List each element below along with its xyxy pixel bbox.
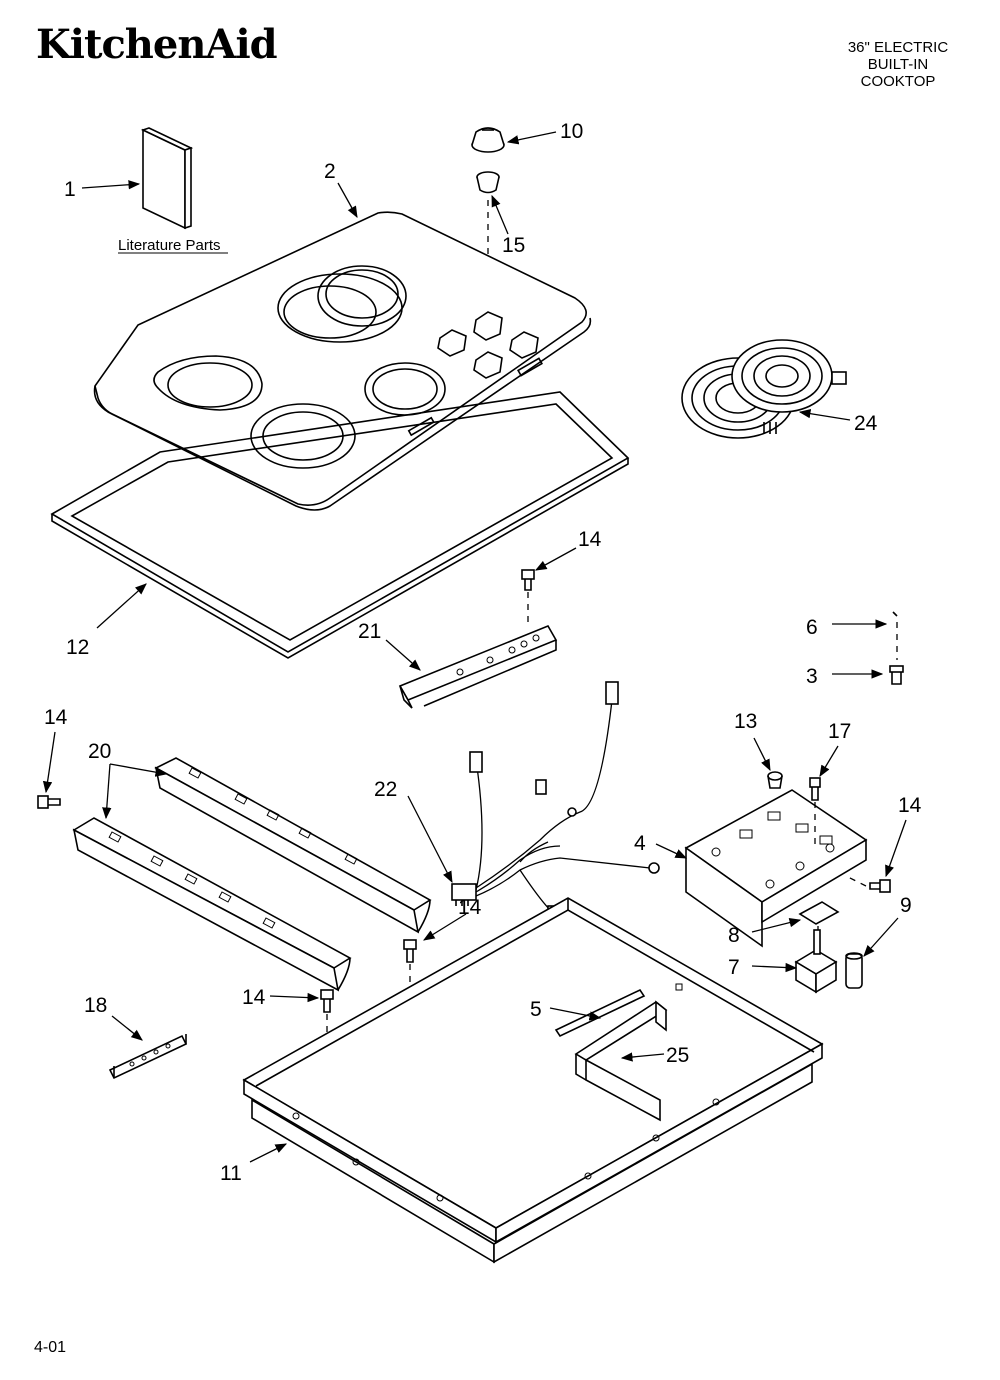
front-bracket bbox=[398, 624, 558, 709]
callout-22: 22 bbox=[374, 778, 397, 801]
callout-14-bracket: 14 bbox=[578, 528, 602, 551]
shaft-extension-9 bbox=[845, 952, 863, 989]
callout-14-pan-rear: 14 bbox=[458, 896, 482, 919]
screw-pan-front bbox=[320, 989, 334, 1013]
callout-20: 20 bbox=[88, 740, 111, 763]
callout-14-pan-front: 14 bbox=[242, 986, 266, 1009]
switch-plate-8 bbox=[798, 901, 840, 925]
model-title-line-2: BUILT-IN bbox=[868, 56, 929, 73]
support-bracket-25 bbox=[574, 1000, 668, 1122]
literature-parts-label: Literature Parts bbox=[118, 237, 221, 254]
base-pan bbox=[242, 897, 824, 1264]
switch-box bbox=[684, 789, 868, 948]
callout-18: 18 bbox=[84, 994, 107, 1017]
callout-15: 15 bbox=[502, 234, 525, 257]
model-title-line-1: 36" ELECTRIC bbox=[848, 39, 949, 56]
model-title-line-3: COOKTOP bbox=[861, 73, 936, 90]
callout-labels: 1 2 10 15 24 12 14 21 6 3 14 20 22 13 17… bbox=[44, 120, 922, 1185]
callout-5: 5 bbox=[530, 998, 542, 1021]
infinite-switch-7 bbox=[794, 929, 838, 994]
callout-2: 2 bbox=[324, 160, 336, 183]
clip-part-6 bbox=[892, 611, 898, 660]
screw-switch-box bbox=[869, 879, 891, 893]
leader-lines bbox=[42, 131, 907, 1163]
callout-6: 6 bbox=[806, 616, 818, 639]
callout-8: 8 bbox=[728, 924, 740, 947]
callout-10: 10 bbox=[560, 120, 583, 143]
screw-pan-rear bbox=[403, 939, 417, 963]
surface-element bbox=[681, 339, 847, 439]
callout-24: 24 bbox=[854, 412, 878, 435]
cooktop-glass bbox=[93, 211, 592, 511]
grommet-13 bbox=[767, 771, 783, 789]
callout-11: 11 bbox=[220, 1162, 242, 1185]
wire-harness bbox=[451, 681, 660, 917]
callout-4: 4 bbox=[634, 832, 646, 855]
brand-logo: KitchenAid bbox=[36, 21, 278, 68]
rear-channel bbox=[154, 757, 432, 934]
callout-12: 12 bbox=[66, 636, 89, 659]
callout-21: 21 bbox=[358, 620, 381, 643]
literature-booklet bbox=[140, 127, 194, 230]
cooktop-gasket bbox=[50, 391, 630, 659]
callout-9: 9 bbox=[900, 894, 912, 917]
callout-13: 13 bbox=[734, 710, 757, 733]
callout-1: 1 bbox=[64, 178, 76, 201]
page-number: 4-01 bbox=[34, 1339, 66, 1356]
front-channel bbox=[72, 817, 352, 992]
callout-14-switch: 14 bbox=[898, 794, 922, 817]
screw-part-3 bbox=[889, 665, 904, 685]
callout-3: 3 bbox=[806, 665, 818, 688]
callout-25: 25 bbox=[666, 1044, 689, 1067]
screw-channel bbox=[37, 795, 61, 809]
callout-7: 7 bbox=[728, 956, 740, 979]
screw-bracket bbox=[521, 569, 535, 591]
callout-17: 17 bbox=[828, 720, 851, 743]
knob-bushing bbox=[476, 171, 500, 194]
control-knob bbox=[471, 127, 505, 153]
callout-14-channel: 14 bbox=[44, 706, 68, 729]
small-bracket-18 bbox=[108, 1034, 188, 1080]
screw-17 bbox=[809, 777, 821, 801]
